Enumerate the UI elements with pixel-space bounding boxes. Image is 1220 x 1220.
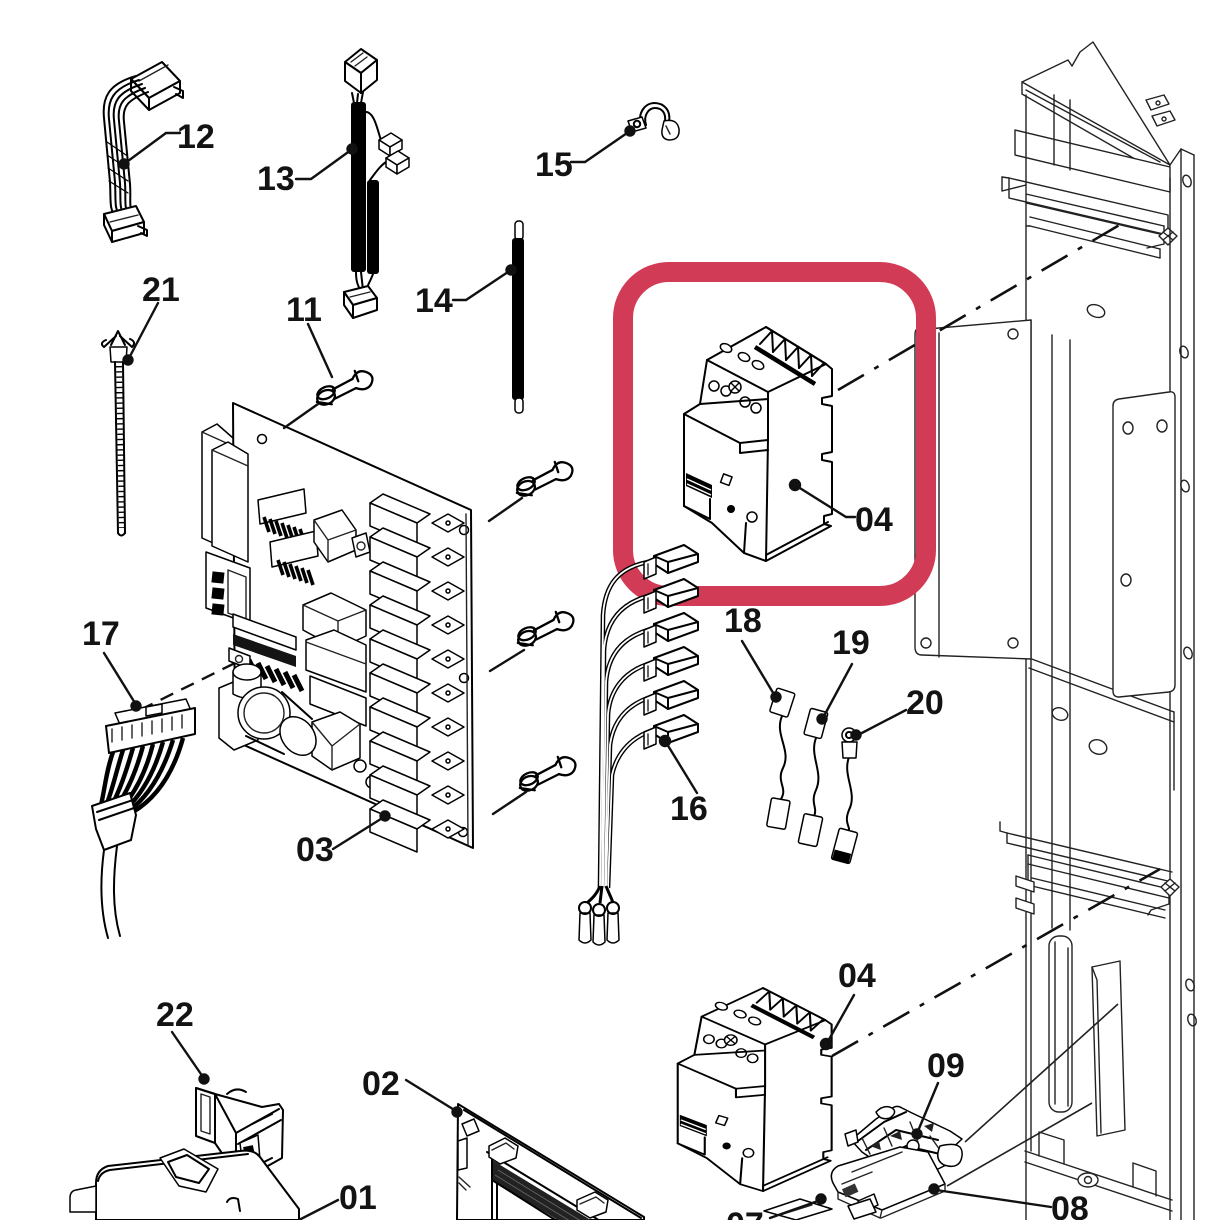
svg-text:04: 04 [855,501,893,539]
svg-text:21: 21 [142,271,180,309]
svg-text:16: 16 [670,790,708,828]
svg-text:13: 13 [257,160,295,198]
svg-text:15: 15 [535,146,573,184]
svg-text:17: 17 [82,615,120,653]
svg-text:07: 07 [726,1206,764,1220]
svg-text:01: 01 [339,1179,377,1217]
svg-text:03: 03 [296,831,334,869]
svg-text:14: 14 [415,282,453,320]
svg-text:04: 04 [838,957,876,995]
svg-text:12: 12 [177,118,215,156]
svg-text:20: 20 [906,684,944,722]
svg-text:08: 08 [1051,1190,1089,1220]
svg-text:22: 22 [156,996,194,1034]
svg-text:18: 18 [724,602,762,640]
svg-text:02: 02 [362,1065,400,1103]
svg-text:19: 19 [832,624,870,662]
svg-text:09: 09 [927,1047,965,1085]
svg-text:11: 11 [286,291,322,329]
